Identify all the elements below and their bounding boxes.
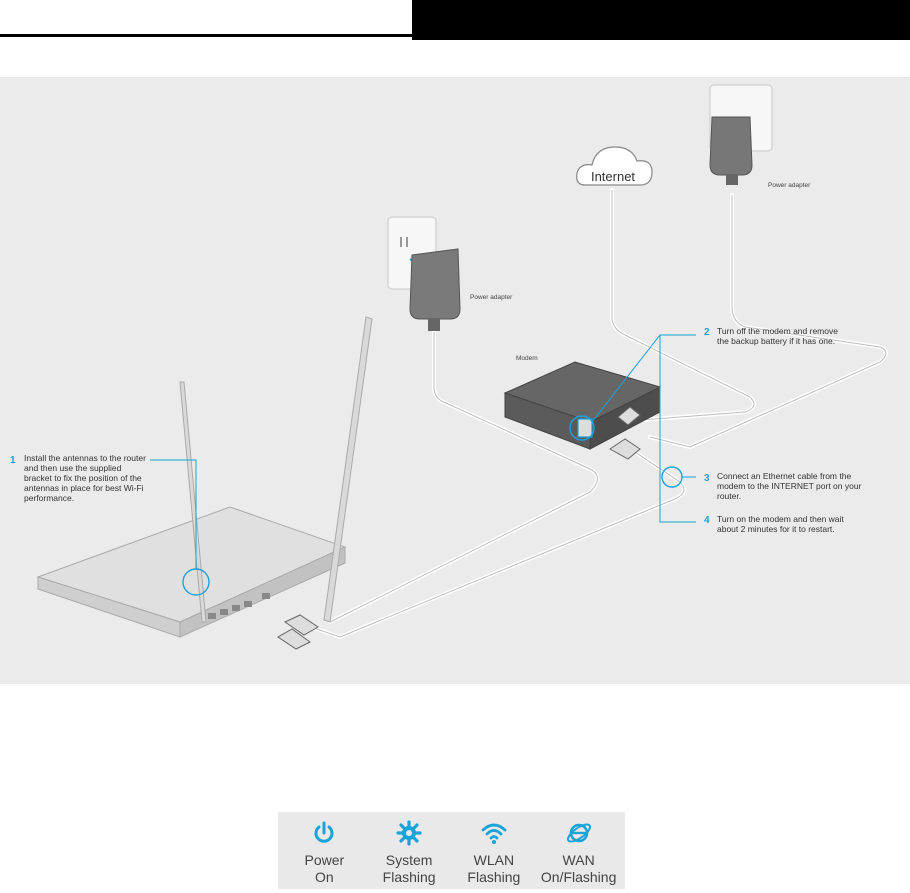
modem-port-highlight xyxy=(569,415,595,441)
cable-edges xyxy=(304,190,887,638)
step-4-number: 4 xyxy=(704,515,710,526)
step-2-line-2: the backup battery if it has one. xyxy=(717,336,835,346)
header-black-bar xyxy=(412,0,910,40)
step-2-line-1: Turn off the modem and remove xyxy=(717,326,838,336)
step-2-number: 2 xyxy=(704,327,710,338)
power-icon xyxy=(314,821,334,843)
led-wlan-state: Flashing xyxy=(467,869,521,885)
callout-lines xyxy=(150,334,696,569)
led-system-name: System xyxy=(385,852,433,868)
led-wan-state: On/Flashing xyxy=(540,869,617,885)
step-1-line-4: antennas in place for best Wi-Fi xyxy=(24,483,144,493)
step-3-line-2: modem to the INTERNET port on your xyxy=(717,481,862,491)
led-wan-name: WAN xyxy=(562,852,595,868)
led-system-state: Flashing xyxy=(382,869,436,885)
led-wlan: WLAN Flashing xyxy=(454,812,534,889)
power-adapter-right-label: Power adapter xyxy=(768,182,811,189)
step-1-line-5: performance. xyxy=(24,493,74,503)
right-adapter-cable xyxy=(648,193,888,450)
modem-label: Modem xyxy=(516,355,538,362)
router xyxy=(36,316,683,650)
step-3-line-1: Connect an Ethernet cable from the xyxy=(717,471,851,481)
step-3-line-3: router. xyxy=(717,491,741,501)
ethernet-cable xyxy=(303,450,686,640)
power-adapter-left-label: Power adapter xyxy=(470,294,513,301)
led-indicator-legend: Power On System Flashing WLAN Flashing xyxy=(278,812,625,889)
step-1-line-1: Install the antennas to the router xyxy=(24,453,146,463)
led-power-state: On xyxy=(315,869,334,885)
step-1-callout: 1 Install the antennas to the router and… xyxy=(10,453,146,503)
step-1-number: 1 xyxy=(10,455,16,466)
step-4-line-1: Turn on the modem and then wait xyxy=(717,514,844,524)
internet-label: Internet xyxy=(591,169,635,184)
right-power-adapter: Power adapter xyxy=(709,84,811,189)
step-4-callout: 4 Turn on the modem and then wait about … xyxy=(704,514,844,534)
led-power-name: Power xyxy=(304,852,345,868)
step-3-callout: 3 Connect an Ethernet cable from the mod… xyxy=(704,471,862,501)
internet-cloud: Internet xyxy=(576,146,653,186)
diagram-canvas: Internet Power adapter Power adapter Mod… xyxy=(10,84,888,650)
internet-icon xyxy=(566,823,591,843)
step-3-number: 3 xyxy=(704,473,710,484)
wifi-icon xyxy=(481,823,507,844)
led-power: Power On xyxy=(284,812,364,889)
left-power-adapter: Power adapter xyxy=(387,216,513,331)
router-connection-diagram: Internet Power adapter Power adapter Mod… xyxy=(0,77,910,684)
header-rule xyxy=(0,0,412,37)
led-wan: WAN On/Flashing xyxy=(539,812,619,889)
led-wlan-name: WLAN xyxy=(473,852,515,868)
gear-icon xyxy=(396,820,422,846)
led-system: System Flashing xyxy=(369,812,449,889)
step-2-callout: 2 Turn off the modem and remove the back… xyxy=(704,326,838,346)
step-4-line-2: about 2 minutes for it to restart. xyxy=(717,524,835,534)
modem: Modem xyxy=(503,355,662,460)
router-ports xyxy=(208,593,270,619)
step-1-line-3: bracket to fix the position of the xyxy=(24,473,142,483)
step-1-line-2: and then use the supplied xyxy=(24,463,122,473)
